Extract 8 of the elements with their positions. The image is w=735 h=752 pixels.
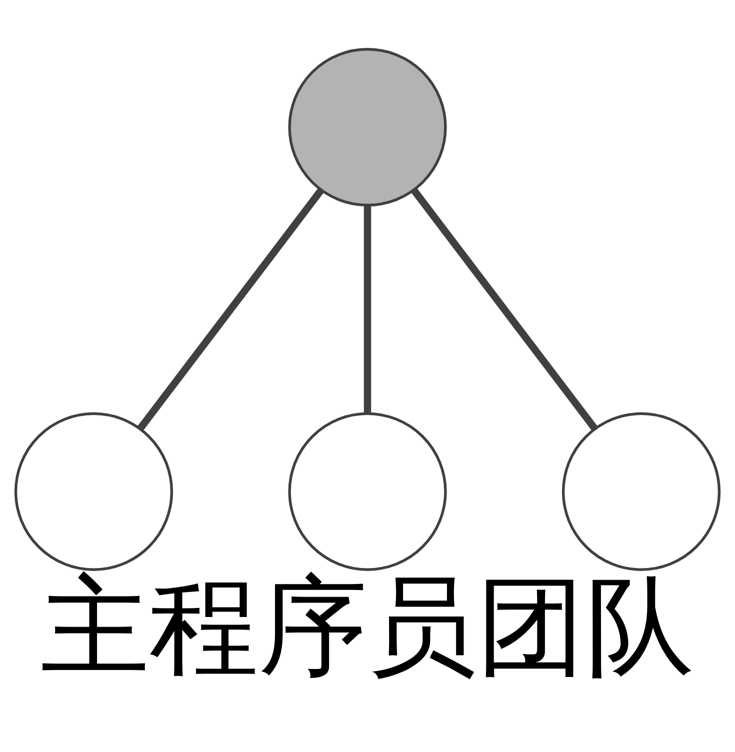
connector (138, 188, 324, 430)
node-circle (288, 47, 447, 206)
connector (411, 188, 598, 430)
node-circle (288, 412, 447, 570)
node-circle (14, 412, 174, 570)
node-circle (562, 412, 721, 570)
caption: 主程序员团队 (40, 562, 694, 690)
connector (364, 205, 372, 413)
